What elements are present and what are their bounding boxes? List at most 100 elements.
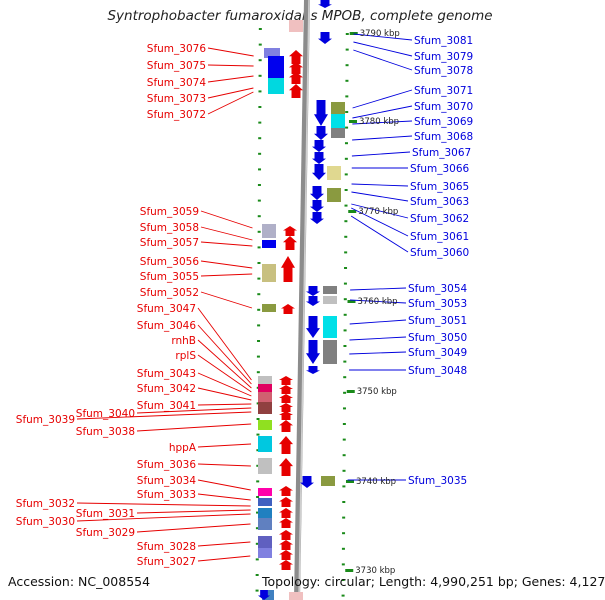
right-leader-line xyxy=(352,120,413,125)
left-gene-label: Sfum_3046 xyxy=(137,320,197,332)
feature-block-right xyxy=(321,476,335,486)
right-gene-label: Sfum_3054 xyxy=(408,283,468,295)
tick-mark-left xyxy=(256,371,260,374)
right-gene-label: Sfum_3070 xyxy=(414,101,473,113)
left-gene-label: Sfum_3041 xyxy=(137,400,196,412)
right-leader-line xyxy=(349,351,407,355)
reverse-gene-arrow xyxy=(310,186,324,200)
forward-gene-arrow xyxy=(281,304,295,314)
tick-mark-right xyxy=(342,454,346,457)
scale-tick xyxy=(347,300,356,303)
left-leader-line xyxy=(197,354,252,393)
left-leader-line xyxy=(207,64,254,67)
tick-mark-left xyxy=(257,184,261,186)
feature-block-left xyxy=(268,78,284,94)
map-title: Syntrophobacter fumaroxidans MPOB, compl… xyxy=(107,8,493,24)
scale-label: 3770 kbp xyxy=(358,207,398,217)
left-gene-label: rplS xyxy=(175,350,196,362)
scale-label: 3780 kbp xyxy=(359,117,399,127)
tick-mark-right xyxy=(344,142,348,145)
accession-label: Accession: NC_008554 xyxy=(8,574,151,589)
reverse-gene-arrow xyxy=(300,476,314,488)
left-leader-line xyxy=(197,372,252,397)
tick-mark-left xyxy=(255,589,259,592)
feature-block-left xyxy=(258,436,272,452)
tick-mark-left xyxy=(258,121,262,124)
tick-mark-left xyxy=(256,355,260,358)
tick-mark-left xyxy=(258,43,262,46)
left-gene-label: Sfum_3038 xyxy=(76,426,135,438)
tick-mark-right xyxy=(343,360,347,363)
scale-label: 3790 kbp xyxy=(360,29,400,39)
right-gene-label: Sfum_3035 xyxy=(408,475,467,487)
feature-block-left xyxy=(258,392,272,402)
feature-block-right xyxy=(331,114,345,128)
reverse-gene-arrow xyxy=(306,286,320,296)
left-gene-label: Sfum_3030 xyxy=(16,516,75,528)
left-leader-line xyxy=(197,324,252,385)
right-leader-line xyxy=(351,151,411,157)
right-leader-line xyxy=(349,319,407,325)
tick-mark-left xyxy=(257,262,261,264)
right-gene-label: Sfum_3051 xyxy=(408,315,467,327)
reverse-gene-arrow xyxy=(306,340,320,364)
left-leader-line xyxy=(197,555,251,562)
right-leader-line xyxy=(350,287,407,291)
reverse-gene-arrow xyxy=(310,212,324,224)
forward-gene-arrow xyxy=(283,236,297,250)
feature-block-right xyxy=(331,102,345,114)
scale-tick xyxy=(346,390,355,393)
forward-gene-arrow xyxy=(289,84,303,98)
feature-block-left xyxy=(258,376,272,384)
right-leader-line xyxy=(351,191,409,202)
feature-block-left xyxy=(258,402,272,414)
forward-gene-arrow xyxy=(279,458,293,476)
tick-mark-left xyxy=(256,511,260,514)
scale-tick xyxy=(348,210,357,213)
scale-tick xyxy=(345,480,354,483)
left-leader-line xyxy=(207,47,254,57)
left-leader-line xyxy=(197,479,251,491)
left-gene-label: Sfum_3075 xyxy=(147,60,206,72)
tick-mark-left xyxy=(257,199,261,202)
reverse-gene-arrow xyxy=(312,164,326,180)
left-gene-label: Sfum_3055 xyxy=(140,271,199,283)
feature-block-left xyxy=(262,224,276,238)
left-gene-label: Sfum_3036 xyxy=(137,459,197,471)
right-gene-label: Sfum_3048 xyxy=(408,365,467,377)
tick-mark-left xyxy=(255,542,259,545)
feature-block-left xyxy=(258,458,272,474)
tick-mark-right xyxy=(344,267,348,269)
tick-mark-left xyxy=(257,215,261,218)
left-leader-line xyxy=(200,226,253,241)
forward-gene-arrow xyxy=(279,486,293,496)
right-gene-label: Sfum_3053 xyxy=(408,298,467,310)
feature-block-right xyxy=(327,188,341,202)
tick-mark-left xyxy=(256,449,260,452)
left-leader-line xyxy=(200,273,253,277)
left-leader-line xyxy=(136,509,251,514)
tick-mark-right xyxy=(345,95,349,98)
right-leader-line xyxy=(353,33,413,41)
scale-tick xyxy=(345,569,354,572)
tick-mark-right xyxy=(343,345,347,347)
tick-mark-left xyxy=(258,28,262,30)
tick-mark-right xyxy=(341,579,345,581)
left-gene-label: Sfum_3031 xyxy=(76,508,135,520)
tick-mark-right xyxy=(345,48,349,51)
feature-block-bottom xyxy=(289,592,303,600)
tick-mark-left xyxy=(257,324,261,327)
tick-mark-right xyxy=(345,111,349,113)
reverse-gene-arrow xyxy=(318,0,332,8)
right-gene-label: Sfum_3062 xyxy=(410,213,469,225)
left-leader-line xyxy=(200,210,253,229)
feature-block-left xyxy=(262,304,276,312)
tick-mark-right xyxy=(344,173,348,176)
left-gene-label: Sfum_3034 xyxy=(137,475,197,487)
left-gene-label: Sfum_3027 xyxy=(137,556,196,568)
tick-mark-left xyxy=(257,246,261,249)
feature-block-left xyxy=(262,240,276,248)
forward-gene-arrow xyxy=(279,530,293,540)
tick-mark-right xyxy=(342,423,346,425)
